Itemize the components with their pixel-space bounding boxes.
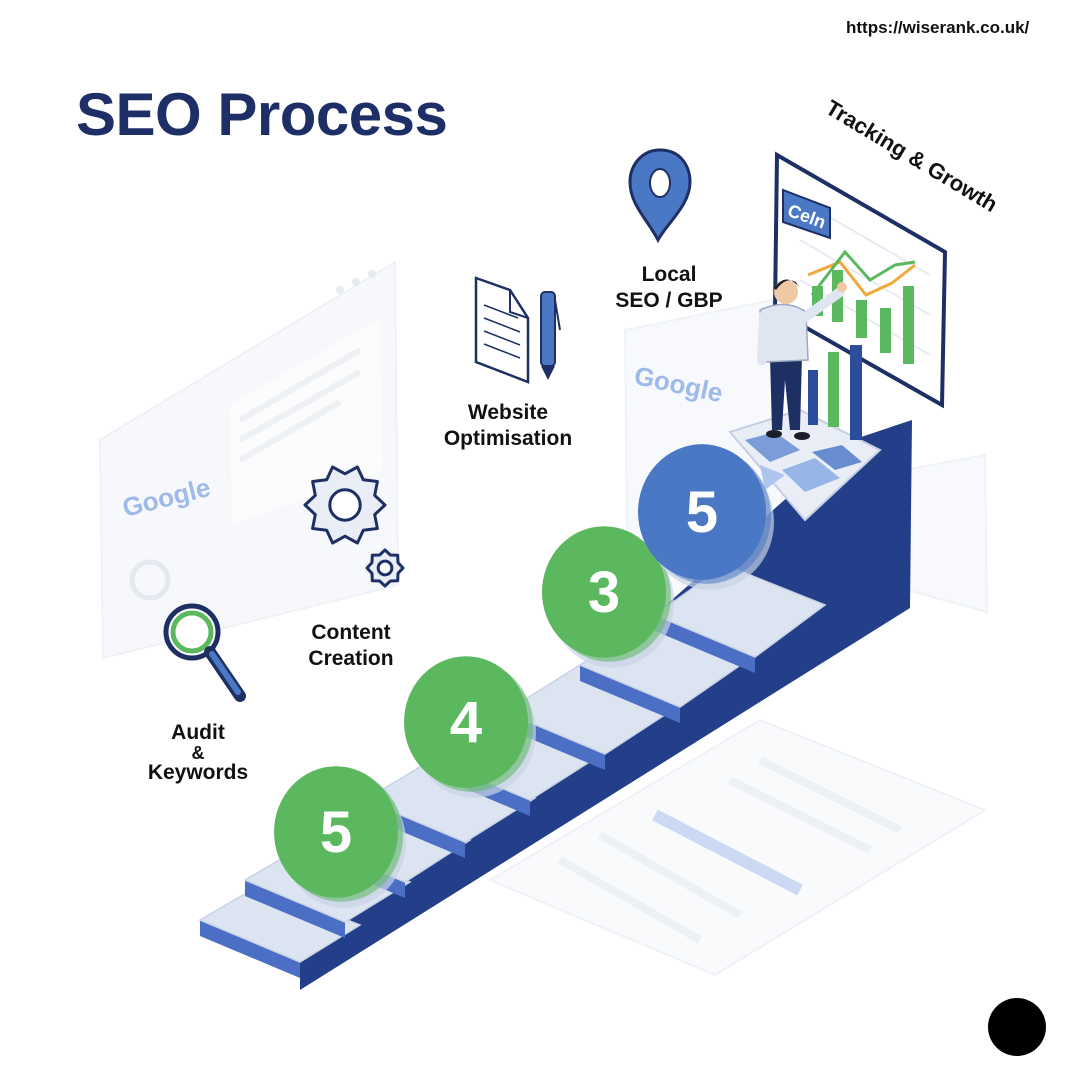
magnifier-icon — [163, 603, 246, 702]
corner-dot — [988, 998, 1046, 1056]
step-label-audit-keywords: Audit & Keywords — [147, 721, 249, 784]
site-url: https://wiserank.co.uk/ — [846, 18, 1030, 37]
step-badge-number: 5 — [320, 800, 352, 865]
person-figure — [757, 279, 847, 440]
step-badge: 5 — [638, 444, 774, 590]
step-label-content-creation: Content Creation — [308, 621, 394, 670]
background-document — [487, 718, 988, 977]
page-title: SEO Process — [76, 81, 448, 148]
landing-map — [745, 432, 862, 492]
step-badge-number: 5 — [686, 480, 718, 545]
step-badge: 3 — [542, 526, 674, 668]
step-label-local-seo: Local SEO / GBP — [615, 263, 723, 312]
step-badge-number: 4 — [450, 690, 482, 755]
step-badge: 5 — [274, 766, 406, 908]
gears-icon — [303, 465, 405, 588]
stair-step — [198, 884, 362, 978]
step-label-website-optimisation: Website Optimisation — [443, 401, 573, 450]
map-pin-icon — [628, 148, 692, 244]
step-badge: 4 — [404, 656, 536, 798]
chart-flag — [782, 188, 831, 240]
document-pen-icon — [474, 276, 561, 384]
background-browser-window-left — [98, 260, 400, 660]
step-badge-number: 3 — [588, 560, 620, 625]
